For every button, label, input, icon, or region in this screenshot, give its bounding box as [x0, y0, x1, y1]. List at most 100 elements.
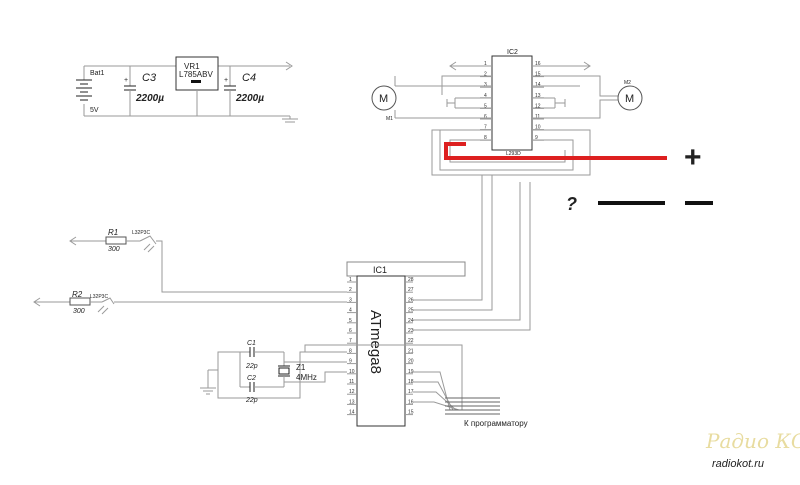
watermark-line2: radiokot.ru: [712, 458, 764, 470]
wire-ic2-ic1-b: [413, 175, 493, 311]
wire-ic2-ic1-c: [413, 182, 521, 321]
ic-pin-number: 25: [408, 308, 414, 314]
watermark-line1: Радио КОТ: [705, 429, 800, 453]
ic-pin-number: 9: [535, 135, 538, 141]
ic-pin-number: 21: [408, 348, 414, 354]
plus-sign: +: [684, 141, 702, 174]
ic-pin-number: 8: [349, 348, 352, 354]
ic-pin-number: 1: [349, 277, 352, 283]
ic-pin-number: 17: [408, 389, 414, 395]
ic-pin-number: 4: [484, 93, 487, 99]
ground-symbol: [282, 116, 298, 123]
ic-pin-number: 13: [535, 93, 541, 99]
ic-pin-number: 22: [408, 338, 414, 344]
ic-pin-number: 26: [408, 297, 414, 303]
motor-m2: M M2: [617, 80, 643, 111]
ic-pin-number: 27: [408, 287, 414, 293]
ic-pin-number: 3: [349, 297, 352, 303]
ic-pin-number: 4: [349, 308, 352, 314]
ic-pin-number: 20: [408, 359, 414, 365]
ic-pin-number: 16: [408, 399, 414, 405]
r1-sensor: L32P3C: [132, 230, 150, 236]
svg-text:+: +: [124, 77, 128, 84]
ic-pin-number: 7: [349, 338, 352, 344]
c1-label: C1: [247, 340, 256, 347]
c4-value: 2200µ: [235, 93, 264, 104]
ic-pin-number: 13: [349, 399, 355, 405]
ic-pin-number: 11: [535, 114, 540, 120]
motor-m1-label: M1: [386, 116, 393, 122]
question-mark: ?: [566, 194, 577, 214]
battery-symbol: [76, 79, 92, 101]
capacitor-c3: +: [124, 66, 136, 116]
ic-pin-number: 2: [349, 287, 352, 293]
programmer-label: К программатору: [464, 419, 528, 428]
z1-label: Z1: [296, 363, 306, 372]
capacitor-c4: +: [224, 66, 236, 116]
ic-pin-number: 14: [349, 410, 355, 416]
battery-voltage: 5V: [90, 107, 99, 114]
ic-pin-number: 18: [408, 379, 414, 385]
motor-m1-symbol: M: [379, 93, 388, 105]
r2-value: 300: [73, 308, 85, 315]
sensor-r1: [69, 235, 347, 293]
ic-pin-number: 7: [484, 125, 487, 131]
ic-pin-number: 10: [349, 369, 355, 375]
vr1-label: VR1: [184, 62, 200, 71]
ic-pin-number: 8: [484, 135, 487, 141]
c2-value: 22p: [245, 397, 258, 404]
ic2-label: IC2: [507, 49, 518, 56]
c3-value: 2200µ: [135, 93, 164, 104]
ic-pin-number: 19: [408, 369, 414, 375]
wire-ic2-ic1-a: [413, 175, 483, 301]
c2-label: C2: [247, 375, 256, 382]
motor-m1: M M1: [371, 85, 397, 122]
c4-label: C4: [242, 72, 256, 84]
ic1-part: ATmega8: [367, 310, 384, 374]
oscillator-section: [200, 347, 347, 399]
ic-pin-number: 1: [484, 61, 487, 67]
ic-pin-number: 3: [484, 82, 487, 88]
regulator-vr1: [175, 56, 219, 116]
ic-pin-number: 9: [349, 359, 352, 365]
programmer-connector: [304, 344, 500, 415]
ic-pin-number: 16: [535, 61, 541, 67]
ic-pin-number: 5: [349, 318, 352, 324]
ic-pin-number: 5: [484, 103, 487, 109]
wire-ic2-ic1-d: [413, 182, 531, 331]
ic-pin-number: 15: [408, 410, 414, 416]
z1-value: 4MHz: [296, 373, 317, 382]
ic-pin-number: 12: [535, 103, 541, 109]
ic-pin-number: 23: [408, 328, 414, 334]
motor-m2-label: M2: [624, 80, 631, 86]
r2-label: R2: [72, 290, 83, 299]
ic-pin-number: 11: [349, 379, 354, 385]
c1-value: 22p: [245, 363, 258, 370]
svg-text:+: +: [224, 77, 228, 84]
battery-label: Bat1: [90, 70, 105, 77]
ic-pin-number: 2: [484, 72, 487, 78]
c3-label: C3: [142, 72, 157, 84]
r1-label: R1: [108, 228, 118, 237]
power-supply: Bat1 5V + C3 2200µ VR1 L785ABV + C4: [76, 56, 298, 123]
ic1-label: IC1: [373, 265, 387, 275]
ic-pin-number: 6: [349, 328, 352, 334]
ic-pin-number: 28: [408, 277, 414, 283]
ic2-part: L293D: [506, 151, 521, 157]
ic-pin-number: 12: [349, 389, 355, 395]
ic-pin-number: 14: [535, 82, 541, 88]
vr1-part: L785ABV: [179, 70, 213, 79]
watermark: Радио КОТ radiokot.ru: [705, 429, 800, 470]
red-power-wire: [444, 142, 667, 160]
ic-pin-number: 15: [535, 72, 541, 78]
ic-pin-number: 10: [535, 125, 541, 131]
r2-sensor: L32P3C: [90, 294, 108, 300]
r1-value: 300: [108, 246, 120, 253]
motor-m2-symbol: M: [625, 93, 634, 105]
ic-pin-number: 6: [484, 114, 487, 120]
sensor-r2: [33, 297, 347, 315]
ic-pin-number: 24: [408, 318, 414, 324]
